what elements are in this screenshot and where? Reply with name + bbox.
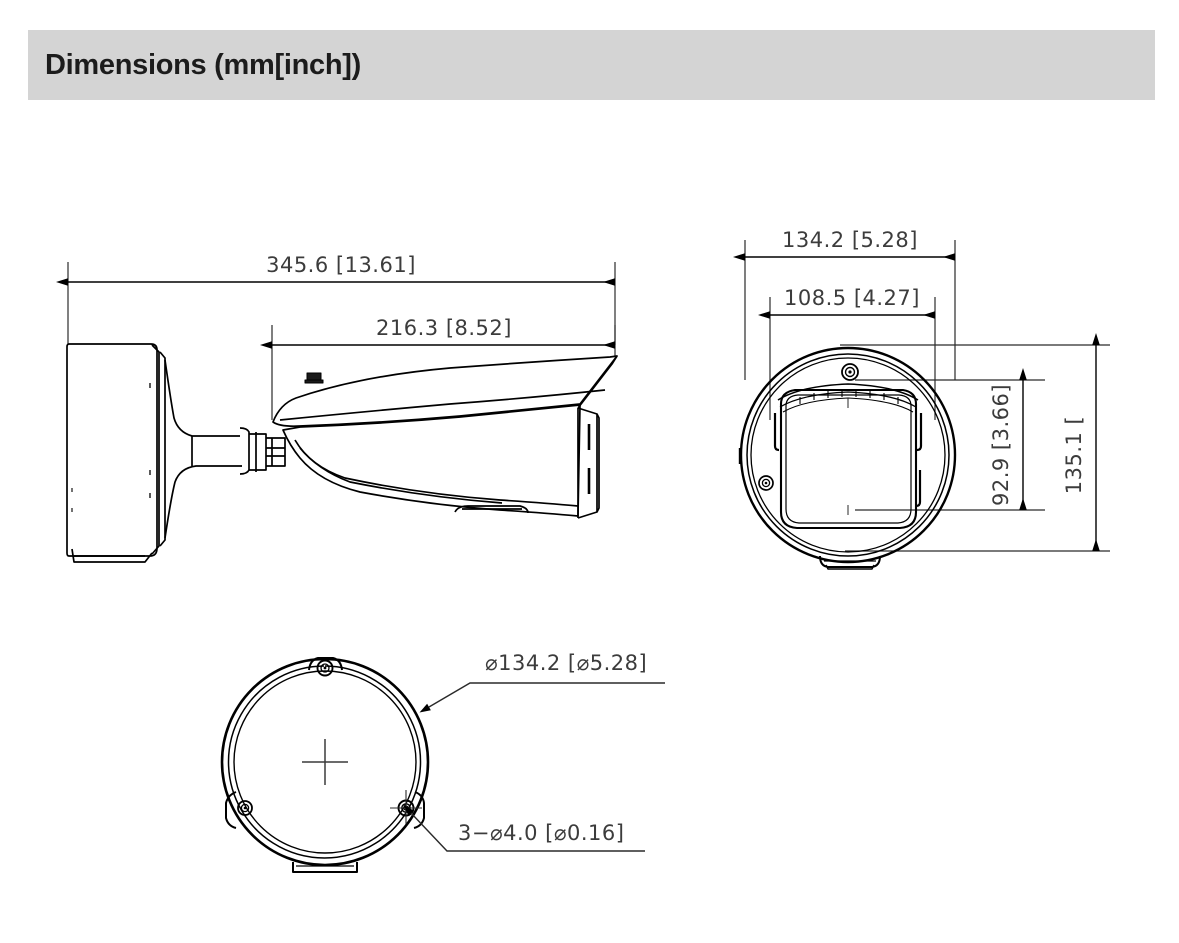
side-view-extension-lines bbox=[67, 262, 616, 420]
dim-camera-body-length-label: 216.3 [8.52] bbox=[376, 316, 512, 340]
leader-mounting-holes-label: 3−⌀4.0 [⌀0.16] bbox=[458, 821, 624, 845]
dim-window-height-label: 92.9 [3.66] bbox=[989, 384, 1013, 506]
dim-camera-body-length: 216.3 [8.52] bbox=[259, 316, 615, 349]
front-view: 134.2 [5.28] 108.5 [4.27] 92.9 [3.66] 13… bbox=[732, 228, 1110, 570]
leader-mounting-holes: 3−⌀4.0 [⌀0.16] bbox=[403, 805, 645, 852]
dim-outer-diameter-label: 134.2 [5.28] bbox=[782, 228, 918, 252]
base-plate-geometry bbox=[220, 657, 430, 873]
center-crosshair bbox=[302, 739, 348, 785]
section-header-bar: Dimensions (mm[inch]) bbox=[28, 30, 1155, 100]
side-view: 345.6 [13.61] 216.3 [8.52] bbox=[55, 253, 618, 563]
dim-window-height: 92.9 [3.66] bbox=[989, 367, 1027, 510]
leader-base-diameter: ⌀134.2 [⌀5.28] bbox=[419, 651, 665, 713]
bottom-plan-view: ⌀134.2 [⌀5.28] 3−⌀4.0 [⌀0.16] bbox=[220, 651, 665, 873]
dim-overall-length: 345.6 [13.61] bbox=[55, 253, 615, 286]
page-title: Dimensions (mm[inch]) bbox=[45, 48, 361, 81]
dim-window-width-label: 108.5 [4.27] bbox=[784, 286, 920, 310]
front-view-extension-lines bbox=[744, 240, 1110, 552]
leader-base-diameter-label: ⌀134.2 [⌀5.28] bbox=[485, 651, 647, 675]
camera-side-profile bbox=[66, 343, 618, 563]
dim-overall-length-label: 345.6 [13.61] bbox=[266, 253, 416, 277]
dim-overall-height-label: 135.1 [ bbox=[1062, 416, 1086, 495]
dim-overall-height: 135.1 [ bbox=[1062, 332, 1100, 551]
dim-window-width: 108.5 [4.27] bbox=[757, 286, 935, 319]
camera-front-geometry bbox=[738, 346, 957, 570]
dim-outer-diameter: 134.2 [5.28] bbox=[732, 228, 955, 261]
